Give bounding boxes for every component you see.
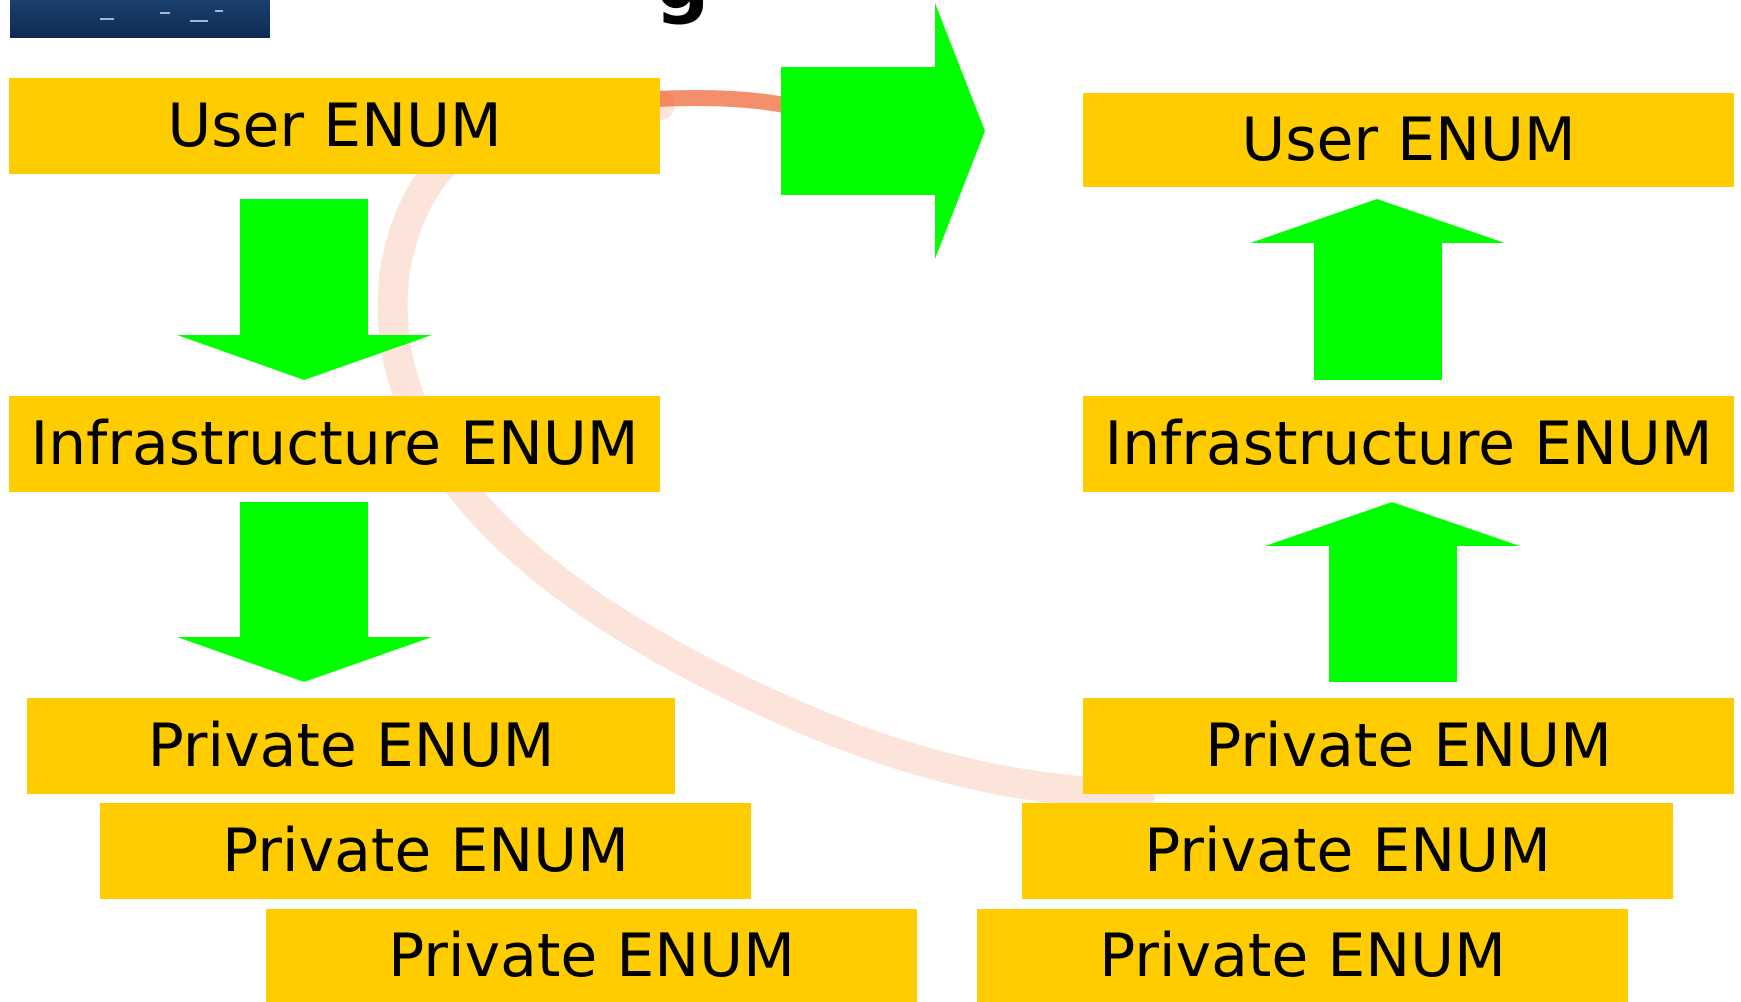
up-arrow-icon	[1250, 199, 1505, 380]
left-infrastructure-enum-box: Infrastructure ENUM	[9, 396, 660, 492]
left-private-enum-box-2: Private ENUM	[100, 803, 751, 899]
right-private-enum-box-1: Private ENUM	[1083, 698, 1734, 794]
logo	[10, 0, 270, 38]
right-infrastructure-enum-label: Infrastructure ENUM	[1104, 409, 1713, 479]
title-fragment: g	[655, 0, 709, 20]
left-private-enum-label-3: Private ENUM	[388, 920, 795, 991]
right-arrow-icon	[781, 3, 985, 259]
up-arrow-icon	[1265, 502, 1520, 682]
down-arrow-icon	[177, 199, 432, 380]
right-private-enum-label-3: Private ENUM	[1099, 920, 1506, 991]
down-arrow-icon	[177, 502, 432, 682]
right-user-enum-box: User ENUM	[1083, 93, 1734, 187]
left-private-enum-box-3: Private ENUM	[266, 909, 917, 1002]
left-private-enum-label-1: Private ENUM	[147, 711, 555, 781]
right-private-enum-label-2: Private ENUM	[1144, 816, 1551, 886]
right-infrastructure-enum-box: Infrastructure ENUM	[1083, 396, 1734, 492]
right-private-enum-box-2: Private ENUM	[1022, 803, 1673, 899]
left-private-enum-box-1: Private ENUM	[27, 698, 675, 794]
left-user-enum-label: User ENUM	[167, 91, 502, 161]
right-user-enum-label: User ENUM	[1241, 105, 1576, 175]
right-private-enum-label-1: Private ENUM	[1205, 711, 1612, 781]
right-private-enum-box-3: Private ENUM	[977, 909, 1628, 1002]
left-user-enum-box: User ENUM	[9, 78, 660, 174]
left-private-enum-label-2: Private ENUM	[222, 816, 629, 886]
left-infrastructure-enum-label: Infrastructure ENUM	[30, 409, 639, 479]
